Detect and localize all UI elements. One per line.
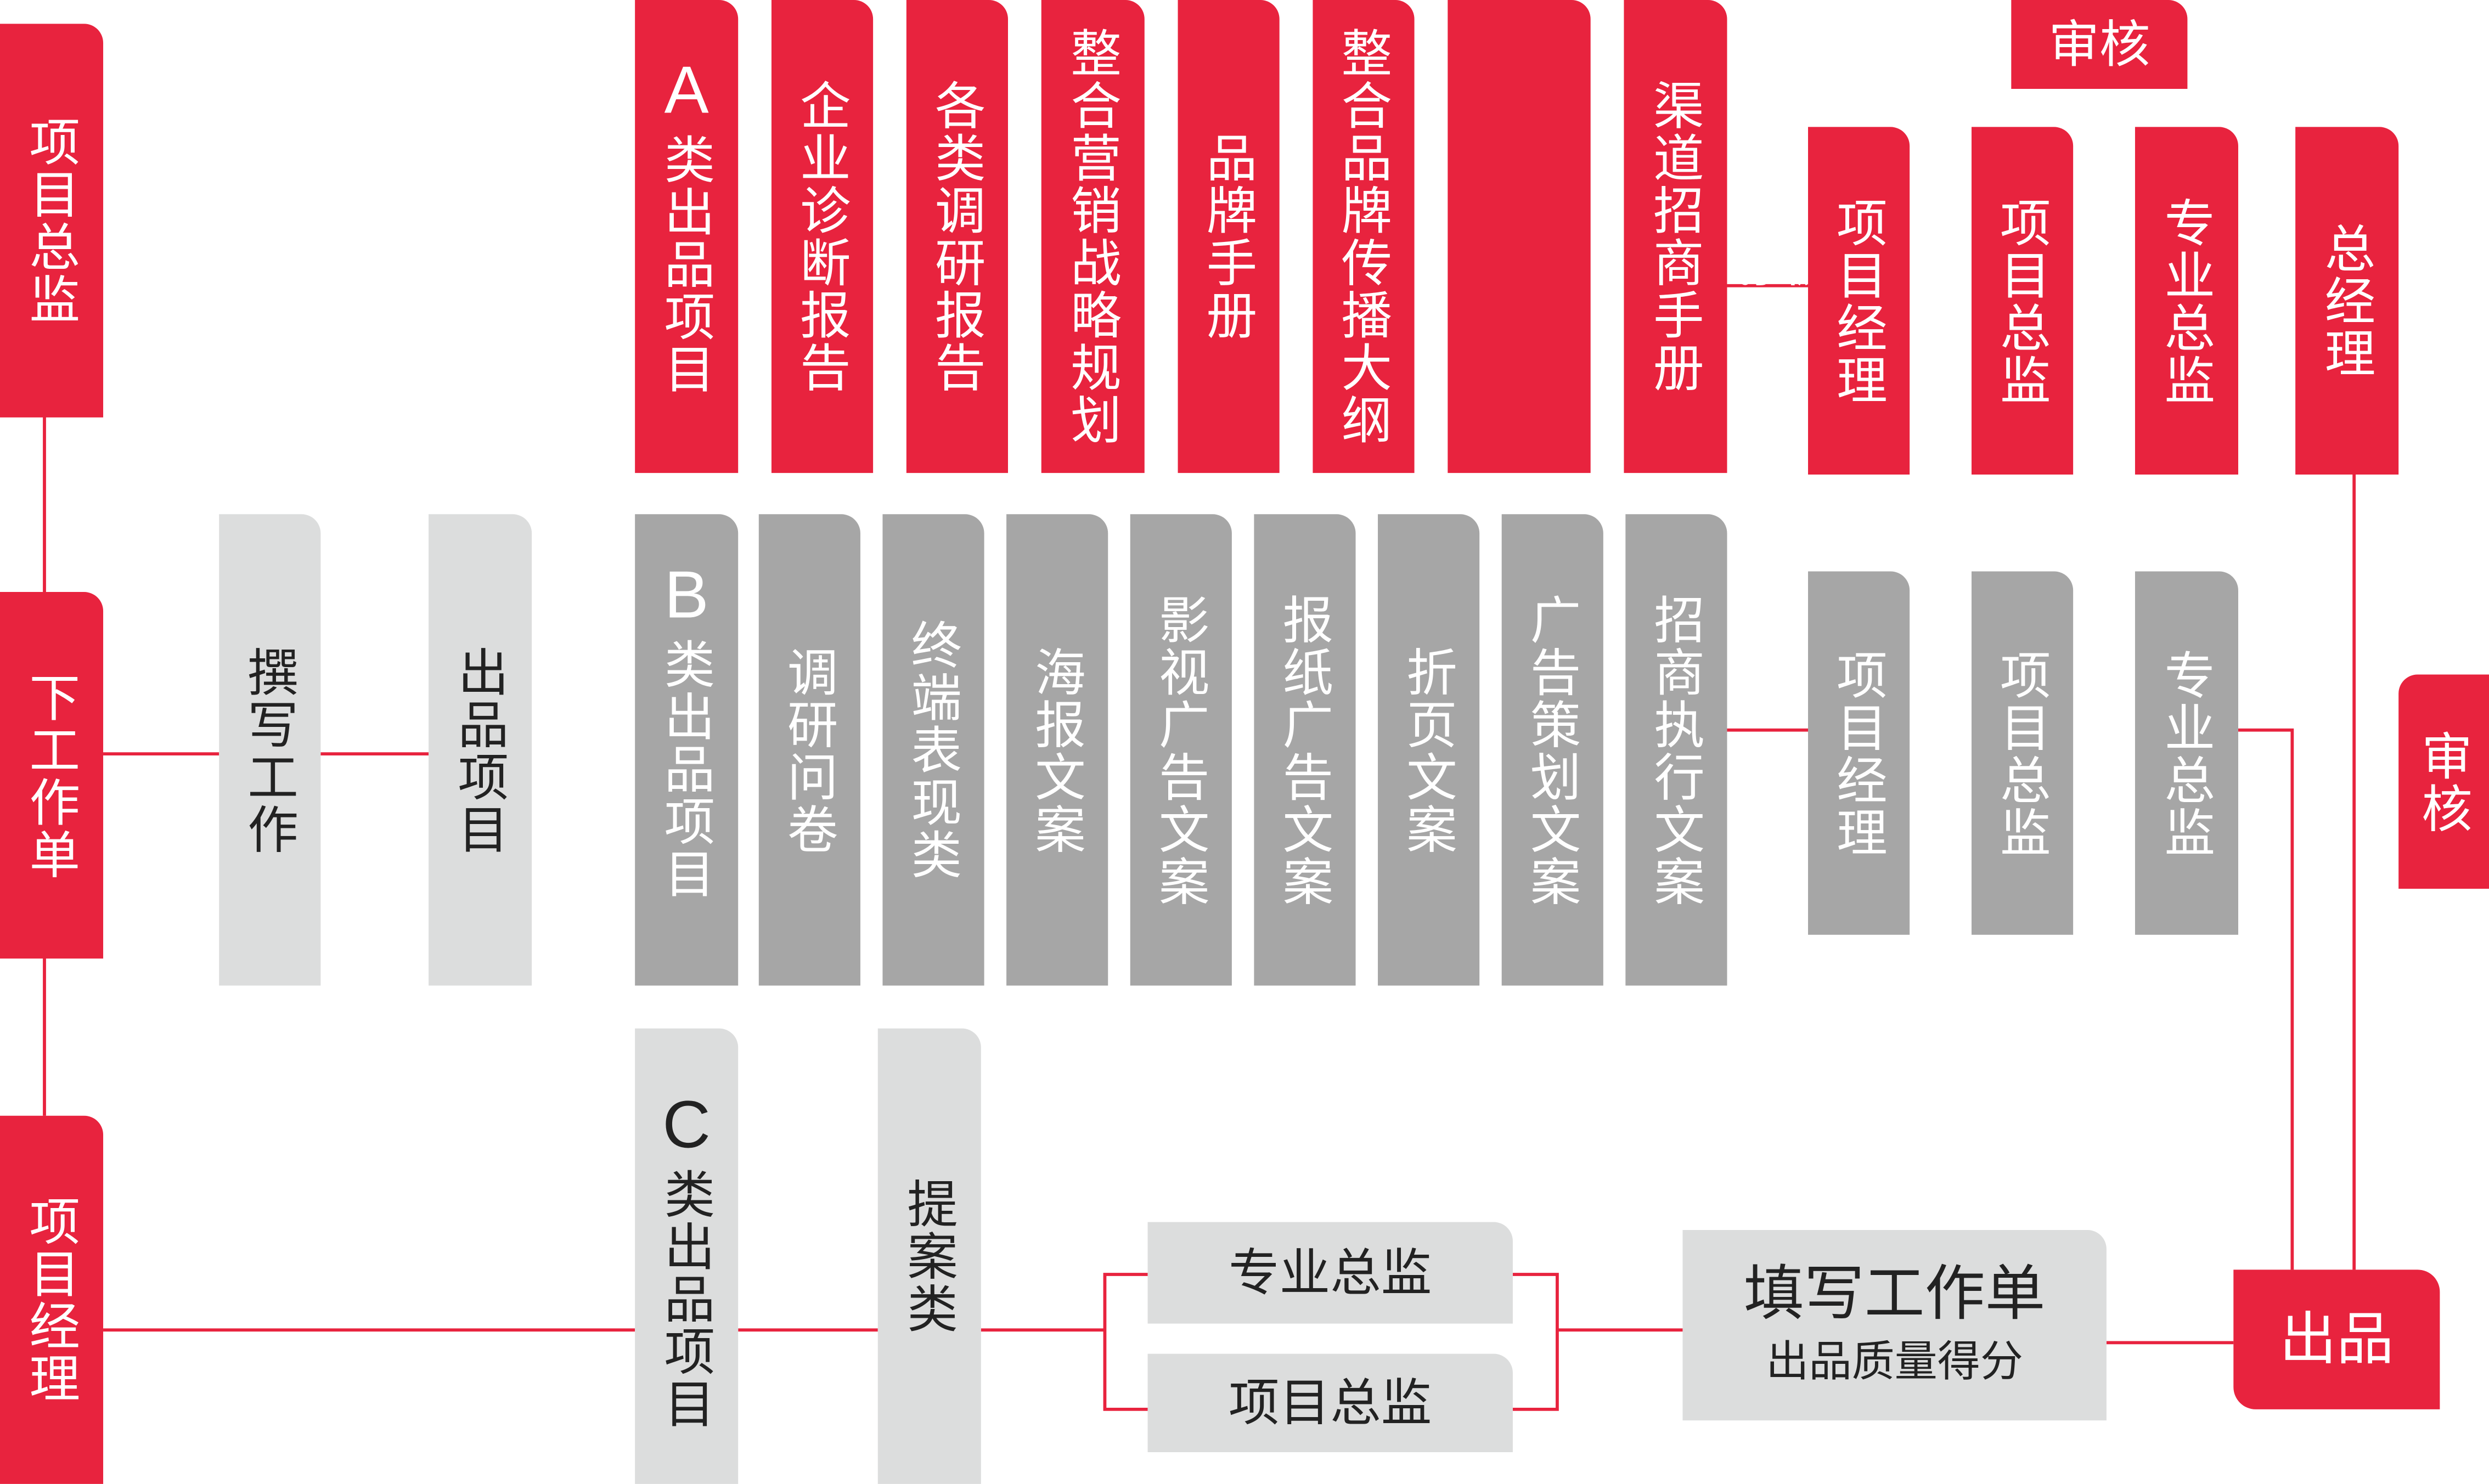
b-reviewer-label: 专业总监 [2158,648,2216,858]
write-work-label: 撰写工作 [241,645,299,855]
a-reviewer-label: 项目经理 [1830,196,1888,406]
work-order-label: 下工作单 [22,670,81,881]
project-director-box: 项目总监 [0,24,104,417]
output-box: 出品 [2233,1269,2440,1409]
b-item-ad-planning-copy: 广告策划文案 [1501,514,1603,986]
review-side-box: 审核 [2398,674,2489,889]
a-item-label: 整合品牌传播大纲 [1334,27,1393,446]
output-project-label: 出品项目 [452,645,509,855]
general-manager-label: 总经理 [2318,222,2376,380]
project-manager-box: 项目经理 [0,1115,104,1484]
a-item-brand-manual: 品牌手册 [1178,0,1280,473]
a-item-label: 各类调研报告 [928,79,986,394]
fill-work-order-box: 填写工作单 出品质量得分 [1682,1229,2107,1421]
project-director-label: 项目总监 [22,116,81,326]
review-top-label: 审核 [2048,15,2150,74]
a-item-regional-launch: 区域样板市场 上市策划报告 [1448,0,1832,473]
b-letter: B [664,557,709,632]
b-item-label: 折页文案 [1400,645,1457,855]
a-item-marketing-strategy: 整合营销战略规划 [1041,0,1145,473]
b-item-investment-copy: 招商执行文案 [1625,514,1727,986]
b-category-label: 类出品项目 [658,637,716,900]
specialty-director-label: 专业总监 [1229,1244,1432,1302]
quality-score-subtitle: 出品质量得分 [1766,1337,2024,1385]
b-item-questionnaire: 调研问卷 [758,514,860,986]
project-manager-label: 项目经理 [22,1195,81,1405]
b-item-terminal-display: 终端表现类 [882,514,984,986]
a-item-label: 企业诊断报告 [793,79,851,394]
b-reviewer-specialty-director: 专业总监 [2135,571,2238,935]
project-director-c-box: 项目总监 [1147,1353,1513,1453]
b-item-label: 终端表现类 [904,619,962,881]
work-order-box: 下工作单 [0,592,104,959]
proposal-box: 提案类 [877,1028,981,1484]
a-reviewer-project-director: 项目总监 [1971,127,2074,475]
general-manager-box: 总经理 [2295,127,2399,475]
b-reviewer-project-manager: 项目经理 [1808,571,1910,935]
a-item-label: 品牌手册 [1200,132,1258,341]
b-item-label: 招商执行文案 [1647,593,1705,907]
connector-left-bracket [1103,1273,1148,1411]
write-work-box: 撰写工作 [219,514,321,986]
review-top-box: 审核 [2011,0,2188,89]
b-reviewer-project-director: 项目总监 [1971,571,2074,935]
a-reviewer-specialty-director: 专业总监 [2135,127,2238,475]
a-reviewer-label: 项目总监 [1994,196,2051,406]
b-item-leaflet-copy: 折页文案 [1378,514,1480,986]
b-item-label: 报纸广告文案 [1276,593,1334,907]
a-letter: A [664,52,709,127]
a-category-label: 类出品项目 [658,133,716,396]
fill-work-order-title: 填写工作单 [1743,1261,2046,1329]
c-category-label: 类出品项目 [658,1168,716,1430]
b-item-label: 调研问卷 [781,645,838,855]
b-item-poster-copy: 海报文案 [1006,514,1108,986]
a-reviewer-label: 专业总监 [2158,196,2216,406]
a-item-label: 整合营销战略规划 [1064,27,1122,446]
connector-right-bracket [1512,1273,1559,1411]
a-item-enterprise-diagnosis: 企业诊断报告 [771,0,874,473]
a-item-research-reports: 各类调研报告 [906,0,1008,473]
b-item-label: 广告策划文案 [1524,593,1581,907]
proposal-label: 提案类 [900,1177,958,1335]
output-project-box: 出品项目 [429,514,532,986]
a-item-brand-communication: 整合品牌传播大纲 [1313,0,1415,473]
b-reviewer-label: 项目经理 [1830,648,1888,858]
b-item-newspaper-ad-copy: 报纸广告文案 [1254,514,1356,986]
review-side-label: 审核 [2415,729,2473,834]
b-item-label: 海报文案 [1028,645,1086,855]
output-label: 出品 [2279,1306,2394,1372]
a-channel-label: 渠道招商手册 [1647,79,1704,394]
specialty-director-box: 专业总监 [1147,1222,1513,1324]
a-reviewer-project-manager: 项目经理 [1808,127,1910,475]
b-reviewer-label: 项目总监 [1994,648,2051,858]
c-letter: C [662,1087,711,1162]
b-item-label: 影视广告文案 [1152,593,1210,907]
a-category-box: A 类出品项目 [635,0,739,473]
b-item-tv-ad-copy: 影视广告文案 [1130,514,1232,986]
a-item-channel-manual: 渠道招商手册 [1624,0,1727,473]
connector-b-to-output [2238,728,2294,1270]
c-category-box: C 类出品项目 [635,1028,739,1484]
b-category-box: B 类出品项目 [635,514,739,986]
project-director-c-label: 项目总监 [1229,1374,1432,1432]
